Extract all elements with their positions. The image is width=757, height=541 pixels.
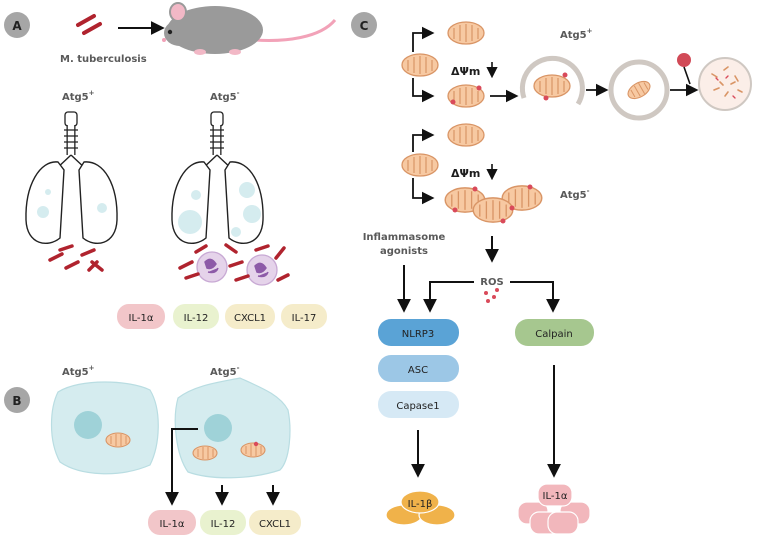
il1a-cluster bbox=[517, 483, 591, 535]
il17-pill bbox=[281, 304, 327, 329]
nlrp3-label: NLRP3 bbox=[402, 329, 434, 340]
bacteria-icon bbox=[76, 14, 102, 35]
b-il1a-pill bbox=[148, 510, 196, 535]
panel-c-ko-label: Atg5- bbox=[560, 187, 590, 201]
lungs-ko-icon bbox=[171, 111, 264, 244]
il1a-pill-label: IL-1α bbox=[129, 313, 154, 324]
inflammasome-label-2: agonists bbox=[380, 246, 428, 257]
inflammasome-label-1: Inflammasome bbox=[363, 232, 446, 243]
asc-label: ASC bbox=[408, 365, 428, 376]
il1b-cluster bbox=[385, 490, 456, 526]
damaged-mito-cluster bbox=[444, 184, 543, 224]
il1a-pill bbox=[117, 304, 165, 329]
panel-c: C bbox=[351, 12, 752, 535]
ros-to-calpain-arrow bbox=[510, 281, 560, 313]
b-il12-pill bbox=[200, 510, 246, 535]
mito-wt-pathway bbox=[401, 21, 752, 121]
neutrophil-cluster bbox=[178, 243, 290, 286]
cxcl1-pill-label: CXCL1 bbox=[234, 313, 266, 324]
panel-c-wt-label: Atg5+ bbox=[560, 27, 593, 41]
b-cxcl1-pill bbox=[249, 510, 301, 535]
panel-a-cytokines: IL-1α IL-12 CXCL1 IL-17 bbox=[117, 304, 327, 329]
panel-a-ko-label: Atg5- bbox=[210, 89, 240, 103]
mmp-label-wt: ΔΨm bbox=[451, 65, 480, 78]
b-il12-pill-label: IL-12 bbox=[211, 519, 236, 530]
asc-pill bbox=[378, 355, 459, 382]
mmp-label-ko: ΔΨm bbox=[451, 167, 480, 180]
mouse-icon bbox=[162, 2, 337, 55]
panel-b-cytokines: IL-1α IL-12 CXCL1 bbox=[148, 510, 301, 535]
panel-a-badge bbox=[4, 12, 30, 38]
panel-a: A M. tuberculosis Atg5+ Atg5- bbox=[4, 2, 337, 329]
panel-b-letter: B bbox=[12, 394, 21, 408]
panel-a-wt-label: Atg5+ bbox=[62, 89, 95, 103]
mito-ko-pathway bbox=[401, 123, 543, 224]
panel-b-badge bbox=[4, 387, 30, 413]
caspase1-label: Capase1 bbox=[396, 401, 439, 412]
panel-b: B Atg5+ Atg5- IL-1α IL-12 CXCL1 bbox=[4, 364, 301, 535]
ros-to-nlrp3-arrow bbox=[423, 281, 474, 313]
il17-pill-label: IL-17 bbox=[292, 313, 317, 324]
lungs-wt-icon bbox=[25, 111, 118, 244]
ros-label: ROS bbox=[480, 277, 503, 288]
cell-to-il1a-arrow bbox=[165, 428, 198, 506]
nlrp3-pill bbox=[378, 319, 459, 346]
cxcl1-pill bbox=[225, 304, 275, 329]
b-il1a-pill-label: IL-1α bbox=[160, 519, 185, 530]
panel-b-ko-label: Atg5- bbox=[210, 364, 240, 378]
pathogen-label: M. tuberculosis bbox=[60, 54, 147, 65]
b-cxcl1-pill-label: CXCL1 bbox=[259, 519, 291, 530]
il12-pill bbox=[173, 304, 219, 329]
panel-a-letter: A bbox=[12, 19, 22, 33]
caspase1-pill bbox=[378, 391, 459, 418]
ros-dots bbox=[484, 288, 499, 303]
panel-b-wt-label: Atg5+ bbox=[62, 364, 95, 378]
il12-pill-label: IL-12 bbox=[184, 313, 209, 324]
cell-ko-icon bbox=[174, 377, 291, 479]
calpain-label: Calpain bbox=[535, 329, 572, 340]
panel-c-letter: C bbox=[360, 19, 369, 33]
panel-c-badge bbox=[351, 12, 377, 38]
il1a-cluster-label: IL-1α bbox=[543, 491, 568, 502]
cell-wt-icon bbox=[50, 381, 159, 475]
calpain-pill bbox=[515, 319, 594, 346]
il1b-label: IL-1β bbox=[408, 499, 433, 510]
bacteria-cluster-wt bbox=[48, 244, 104, 272]
